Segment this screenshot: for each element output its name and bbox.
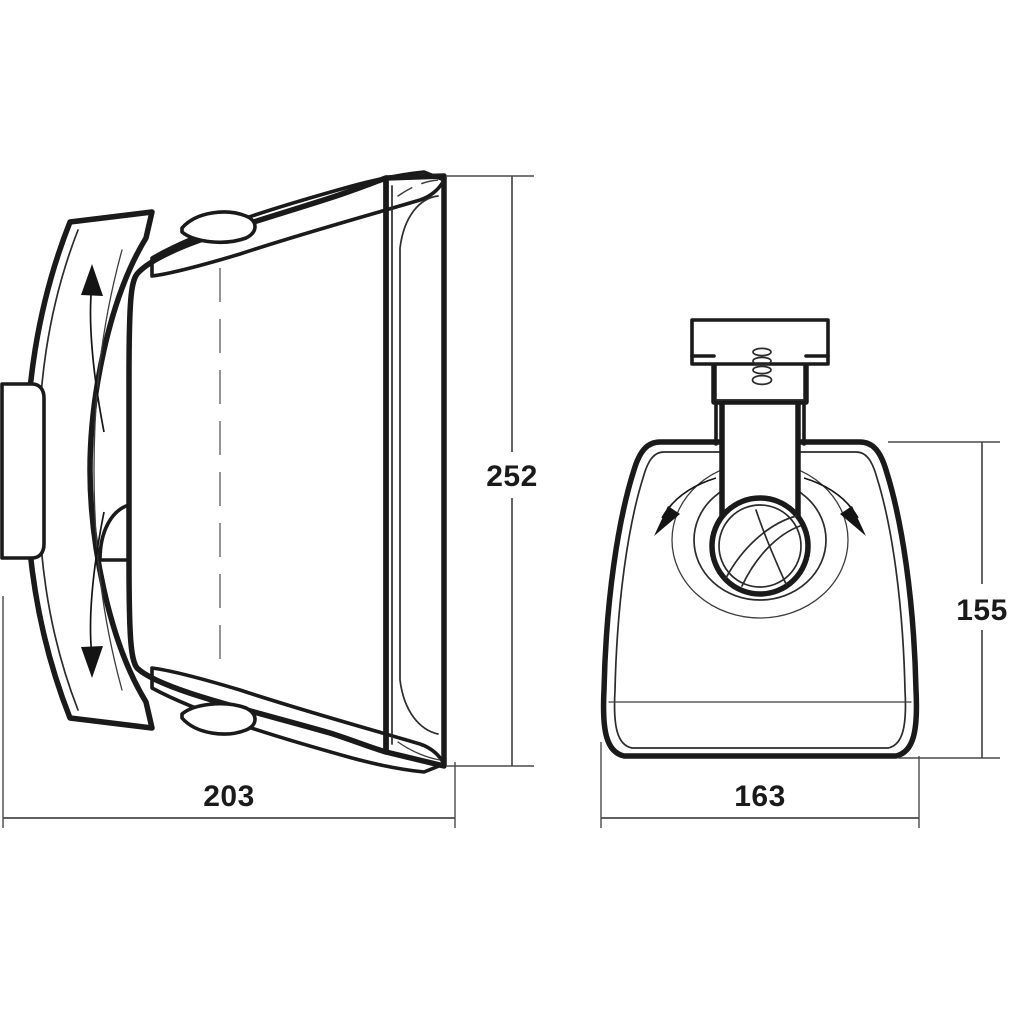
dim-155-label: 155 — [956, 594, 1008, 627]
speaker-body-side — [126, 175, 389, 755]
dim-252: 252 — [446, 175, 538, 767]
side-view — [0, 170, 447, 774]
swivel-right-arrow — [803, 477, 866, 536]
dim-155: 155 — [888, 441, 1008, 759]
pivot-knob-rib-2 — [741, 525, 801, 587]
dim-163: 163 — [600, 742, 920, 828]
pivot-knob-rim — [718, 504, 802, 588]
dim-203-label: 203 — [203, 780, 255, 813]
body-tab — [98, 504, 128, 562]
bottom-knuckle — [180, 701, 257, 736]
grille-top-hidden-edge — [397, 179, 441, 197]
dim-203: 203 — [2, 596, 456, 828]
bottom-cover-sweep — [150, 666, 446, 774]
swivel-left-arrow — [654, 477, 717, 536]
grille-face-inner-radius — [399, 195, 439, 735]
top-cover-sweep — [150, 170, 446, 278]
tilt-down-arrow — [81, 511, 105, 678]
grille-bottom-edge — [397, 741, 441, 761]
top-knuckle — [180, 210, 257, 245]
pivot-knob — [709, 495, 811, 597]
dim-252-label: 252 — [486, 460, 538, 493]
body-inner-outline — [613, 451, 907, 749]
dim-163-label: 163 — [734, 780, 786, 813]
pivot-knob-rib-1 — [725, 515, 797, 579]
speaker-body-front — [600, 439, 920, 759]
front-view — [600, 318, 920, 759]
bracket-slots — [751, 347, 773, 386]
mount-plate — [0, 382, 46, 560]
grille-face — [383, 173, 447, 769]
tilt-up-arrow — [81, 264, 105, 433]
pivot-knob-rib-3 — [755, 509, 787, 585]
rear-body-profile — [93, 249, 123, 691]
wall-plate — [690, 318, 830, 366]
